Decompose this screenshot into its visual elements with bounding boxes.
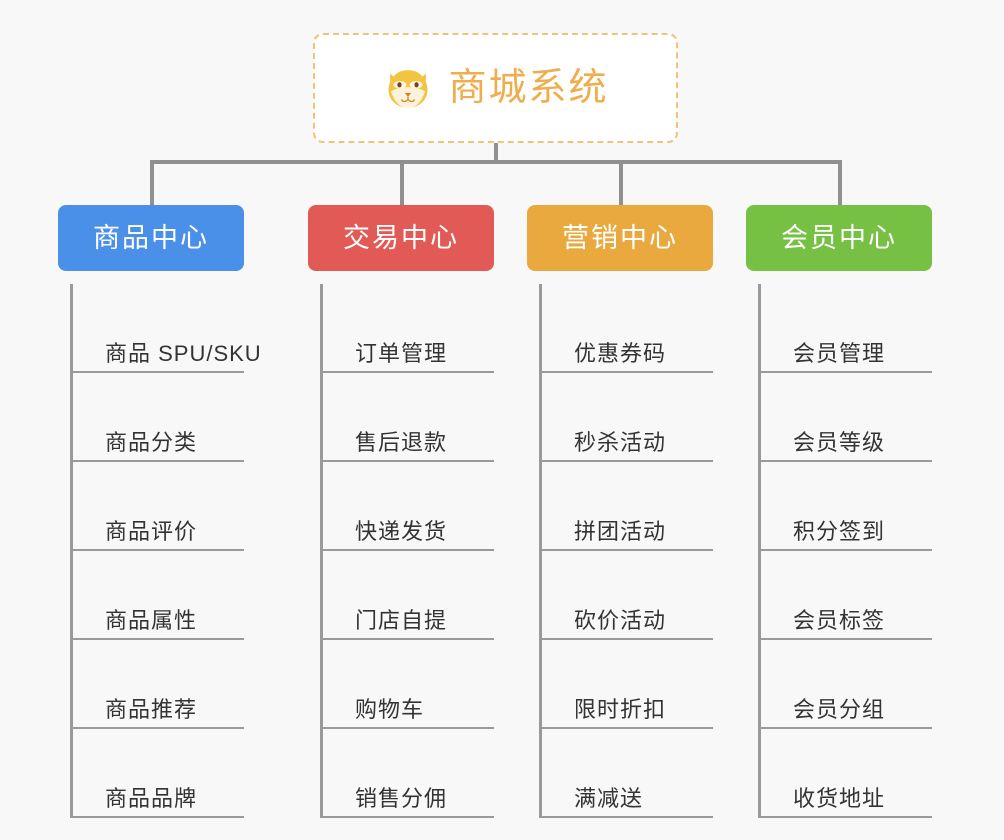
leaf-label: 会员分组 bbox=[793, 697, 886, 723]
leaf-item[interactable]: 满减送 bbox=[542, 729, 713, 818]
leaf-label: 秒杀活动 bbox=[574, 430, 667, 456]
branch-header-label-3: 营销中心 bbox=[562, 222, 678, 253]
leaf-label: 优惠券码 bbox=[574, 341, 667, 367]
leaf-item[interactable]: 会员标签 bbox=[761, 551, 932, 640]
leaf-label: 商品评价 bbox=[105, 519, 198, 545]
branch-header-label-2: 交易中心 bbox=[343, 222, 459, 253]
leaf-item[interactable]: 商品属性 bbox=[73, 551, 244, 640]
leaf-item[interactable]: 秒杀活动 bbox=[542, 373, 713, 462]
root-title: 商城系统 bbox=[448, 67, 609, 109]
leaf-item[interactable]: 快递发货 bbox=[323, 462, 494, 551]
connector-horizontal-bar bbox=[150, 160, 840, 164]
leaf-label: 商品分类 bbox=[105, 430, 198, 456]
leaf-label: 商品 SPU/SKU bbox=[105, 341, 262, 367]
connector-drop-4 bbox=[838, 160, 842, 205]
leaf-item[interactable]: 会员分组 bbox=[761, 640, 932, 729]
leaf-label: 会员管理 bbox=[793, 341, 886, 367]
root-node[interactable]: 商城系统 bbox=[313, 33, 678, 143]
connector-drop-1 bbox=[150, 160, 154, 205]
leaf-label: 拼团活动 bbox=[574, 519, 667, 545]
leaf-label: 门店自提 bbox=[355, 608, 448, 634]
leaf-item[interactable]: 砍价活动 bbox=[542, 551, 713, 640]
leaf-item[interactable]: 商品 SPU/SKU bbox=[73, 284, 261, 373]
leaf-label: 会员等级 bbox=[793, 430, 886, 456]
leaf-item[interactable]: 购物车 bbox=[323, 640, 494, 729]
branch-leaf-list-3: 优惠券码 秒杀活动 拼团活动 砍价活动 限时折扣 满减送 bbox=[539, 284, 713, 818]
leaf-label: 售后退款 bbox=[355, 430, 448, 456]
leaf-item[interactable]: 优惠券码 bbox=[542, 284, 713, 373]
leaf-item[interactable]: 商品品牌 bbox=[73, 729, 244, 818]
leaf-label: 商品推荐 bbox=[105, 697, 198, 723]
leaf-item[interactable]: 限时折扣 bbox=[542, 640, 713, 729]
branch-column-4: 会员中心 会员管理 会员等级 积分签到 会员标签 会员分组 收货地址 bbox=[746, 205, 932, 818]
branch-header-3[interactable]: 营销中心 bbox=[527, 205, 713, 271]
branch-column-2: 交易中心 订单管理 售后退款 快递发货 门店自提 购物车 销售分佣 bbox=[308, 205, 494, 818]
shiba-dog-icon bbox=[382, 62, 434, 114]
leaf-item[interactable]: 商品评价 bbox=[73, 462, 244, 551]
branch-column-1: 商品中心 商品 SPU/SKU 商品分类 商品评价 商品属性 商品推荐 商品品牌 bbox=[58, 205, 261, 818]
leaf-item[interactable]: 会员管理 bbox=[761, 284, 932, 373]
connector-drop-2 bbox=[400, 160, 404, 205]
branch-header-1[interactable]: 商品中心 bbox=[58, 205, 244, 271]
branch-header-4[interactable]: 会员中心 bbox=[746, 205, 932, 271]
leaf-label: 快递发货 bbox=[355, 519, 448, 545]
leaf-item[interactable]: 会员等级 bbox=[761, 373, 932, 462]
leaf-label: 商品属性 bbox=[105, 608, 198, 634]
leaf-label: 积分签到 bbox=[793, 519, 886, 545]
branch-header-2[interactable]: 交易中心 bbox=[308, 205, 494, 271]
branch-column-3: 营销中心 优惠券码 秒杀活动 拼团活动 砍价活动 限时折扣 满减送 bbox=[527, 205, 713, 818]
branch-leaf-list-2: 订单管理 售后退款 快递发货 门店自提 购物车 销售分佣 bbox=[320, 284, 494, 818]
leaf-label: 限时折扣 bbox=[574, 697, 667, 723]
leaf-item[interactable]: 商品分类 bbox=[73, 373, 244, 462]
leaf-item[interactable]: 拼团活动 bbox=[542, 462, 713, 551]
branch-header-label-1: 商品中心 bbox=[93, 222, 209, 253]
leaf-label: 会员标签 bbox=[793, 608, 886, 634]
leaf-label: 砍价活动 bbox=[574, 608, 667, 634]
leaf-item[interactable]: 订单管理 bbox=[323, 284, 494, 373]
branch-leaf-list-1: 商品 SPU/SKU 商品分类 商品评价 商品属性 商品推荐 商品品牌 bbox=[70, 284, 261, 818]
leaf-label: 销售分佣 bbox=[355, 786, 448, 812]
leaf-item[interactable]: 门店自提 bbox=[323, 551, 494, 640]
leaf-item[interactable]: 销售分佣 bbox=[323, 729, 494, 818]
leaf-item[interactable]: 积分签到 bbox=[761, 462, 932, 551]
branch-leaf-list-4: 会员管理 会员等级 积分签到 会员标签 会员分组 收货地址 bbox=[758, 284, 932, 818]
leaf-label: 商品品牌 bbox=[105, 786, 198, 812]
leaf-label: 满减送 bbox=[574, 786, 644, 812]
leaf-item[interactable]: 收货地址 bbox=[761, 729, 932, 818]
branch-header-label-4: 会员中心 bbox=[781, 222, 897, 253]
connector-drop-3 bbox=[619, 160, 623, 205]
leaf-item[interactable]: 商品推荐 bbox=[73, 640, 244, 729]
connector-root-stem bbox=[494, 143, 498, 163]
leaf-label: 订单管理 bbox=[355, 341, 448, 367]
leaf-label: 收货地址 bbox=[793, 786, 886, 812]
leaf-label: 购物车 bbox=[355, 697, 425, 723]
leaf-item[interactable]: 售后退款 bbox=[323, 373, 494, 462]
